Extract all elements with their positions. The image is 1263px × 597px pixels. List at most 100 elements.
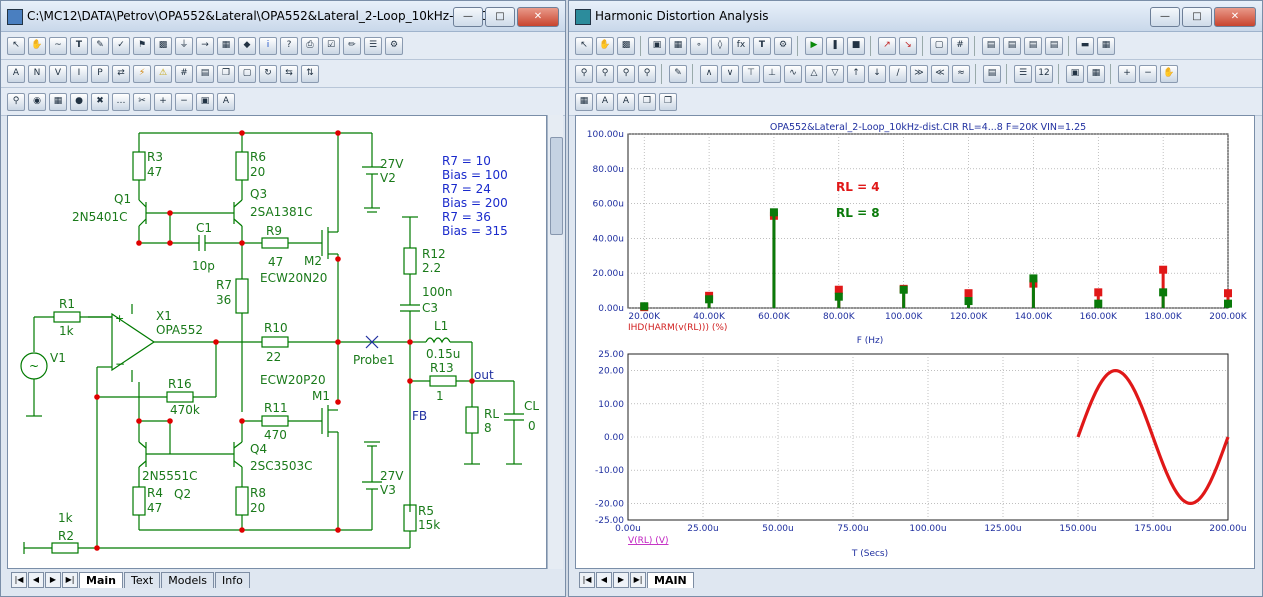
current-icon[interactable]: I bbox=[70, 64, 88, 83]
schematic-canvas[interactable]: + − ~ R3 47 R6 20 Q1 bbox=[7, 115, 547, 569]
ground-icon[interactable]: ⏚ bbox=[175, 36, 193, 55]
zoom-window-icon[interactable]: ⚲ bbox=[575, 64, 593, 83]
font-style-icon[interactable]: A bbox=[617, 92, 635, 111]
tab-info[interactable]: Info bbox=[215, 572, 250, 588]
list-icon[interactable]: ☰ bbox=[364, 36, 382, 55]
pin-icon[interactable]: → bbox=[196, 36, 214, 55]
pan-icon[interactable]: ✋ bbox=[596, 36, 614, 55]
find-icon[interactable]: ⚲ bbox=[7, 92, 25, 111]
binoculars-icon[interactable]: ◉ bbox=[28, 92, 46, 111]
grid-split-icon[interactable]: ▦ bbox=[1097, 36, 1115, 55]
cancel-icon[interactable]: ✖ bbox=[91, 92, 109, 111]
title-bar[interactable]: C:\MC12\DATA\Petrov\OPA552&Lateral\OPA55… bbox=[1, 1, 565, 32]
calc-icon[interactable]: ▦ bbox=[49, 92, 67, 111]
bounding-box-icon[interactable]: ▢ bbox=[238, 64, 256, 83]
zoom-out-icon[interactable]: − bbox=[175, 92, 193, 111]
help-icon[interactable]: ? bbox=[280, 36, 298, 55]
sensitivity-icon[interactable]: ↘ bbox=[899, 36, 917, 55]
formula-icon[interactable]: fx bbox=[732, 36, 750, 55]
font-icon[interactable]: A bbox=[596, 92, 614, 111]
attr-icon[interactable]: A bbox=[7, 64, 25, 83]
fit-icon[interactable]: ▣ bbox=[1066, 64, 1084, 83]
stepping-icon[interactable]: ↗ bbox=[878, 36, 896, 55]
high-icon[interactable]: ⊤ bbox=[742, 64, 760, 83]
wire-icon[interactable]: ~ bbox=[49, 36, 67, 55]
top-icon[interactable]: ↑ bbox=[847, 64, 865, 83]
stop-icon[interactable]: ■ bbox=[847, 36, 865, 55]
flag-icon[interactable]: ⚑ bbox=[133, 36, 151, 55]
properties-icon[interactable]: ⚙ bbox=[774, 36, 792, 55]
title-bar[interactable]: Harmonic Distortion Analysis — □ ✕ bbox=[569, 1, 1262, 32]
global-low-icon[interactable]: ▽ bbox=[826, 64, 844, 83]
rotate-icon[interactable]: ↻ bbox=[259, 64, 277, 83]
zoom-fit-icon[interactable]: ▣ bbox=[196, 92, 214, 111]
zoom-out-icon[interactable]: − bbox=[1139, 64, 1157, 83]
prev-simulation-icon[interactable]: ≪ bbox=[931, 64, 949, 83]
copy-icon[interactable]: ❐ bbox=[638, 92, 656, 111]
lightning-icon[interactable]: ⚡ bbox=[133, 64, 151, 83]
tag-icon[interactable]: 12 bbox=[1035, 64, 1053, 83]
next-page-icon[interactable]: ▶ bbox=[613, 572, 629, 588]
zoom-data-icon[interactable]: ⚲ bbox=[638, 64, 656, 83]
layout-1-icon[interactable]: ▤ bbox=[982, 36, 1000, 55]
tab-models[interactable]: Models bbox=[161, 572, 214, 588]
numeric-output-icon[interactable]: ☰ bbox=[1014, 64, 1032, 83]
text-icon[interactable]: T bbox=[753, 36, 771, 55]
clipboard-icon[interactable]: ▤ bbox=[983, 64, 1001, 83]
flow-icon[interactable]: ⇄ bbox=[112, 64, 130, 83]
select-mode-icon[interactable]: ↖ bbox=[575, 36, 593, 55]
zoom-in-icon[interactable]: + bbox=[1118, 64, 1136, 83]
copy-icon[interactable]: ❐ bbox=[217, 64, 235, 83]
close-button[interactable]: ✕ bbox=[517, 7, 559, 27]
warning-icon[interactable]: ⚠ bbox=[154, 64, 172, 83]
zoom-auto-icon[interactable]: ⚲ bbox=[617, 64, 635, 83]
properties-icon[interactable]: ⚙ bbox=[385, 36, 403, 55]
run-icon[interactable]: ▶ bbox=[805, 36, 823, 55]
valley-icon[interactable]: ∨ bbox=[721, 64, 739, 83]
data-points-icon[interactable]: ∘ bbox=[690, 36, 708, 55]
maximize-scale-icon[interactable]: ▦ bbox=[669, 36, 687, 55]
print-icon[interactable]: ⎙ bbox=[301, 36, 319, 55]
plot-canvas[interactable]: OPA552&Lateral_2-Loop_10kHz-dist.CIR RL=… bbox=[575, 115, 1255, 569]
power-icon[interactable]: P bbox=[91, 64, 109, 83]
voltage-icon[interactable]: V bbox=[49, 64, 67, 83]
layout-grid-icon[interactable]: ▦ bbox=[575, 92, 593, 111]
tab-main[interactable]: MAIN bbox=[647, 572, 694, 588]
minimize-button[interactable]: — bbox=[1150, 7, 1180, 27]
maximize-button[interactable]: □ bbox=[1182, 7, 1212, 27]
slope-icon[interactable]: ∕ bbox=[889, 64, 907, 83]
wave-icon[interactable]: ≈ bbox=[952, 64, 970, 83]
pan-plot-icon[interactable]: ✋ bbox=[1160, 64, 1178, 83]
horizontal-split-icon[interactable]: ▬ bbox=[1076, 36, 1094, 55]
inflection-icon[interactable]: ∿ bbox=[784, 64, 802, 83]
select-mode-icon[interactable]: ↖ bbox=[7, 36, 25, 55]
zoom-in-icon[interactable]: + bbox=[154, 92, 172, 111]
checkbox-icon[interactable]: ☑ bbox=[322, 36, 340, 55]
cut-icon[interactable]: ✂ bbox=[133, 92, 151, 111]
prev-page-icon[interactable]: ◀ bbox=[596, 572, 612, 588]
layout-3-icon[interactable]: ▤ bbox=[1024, 36, 1042, 55]
check-icon[interactable]: ✓ bbox=[112, 36, 130, 55]
global-high-icon[interactable]: △ bbox=[805, 64, 823, 83]
grid-icon[interactable]: # bbox=[951, 36, 969, 55]
tokens-icon[interactable]: ◊ bbox=[711, 36, 729, 55]
more-icon[interactable]: … bbox=[112, 92, 130, 111]
last-page-icon[interactable]: ▶| bbox=[630, 572, 646, 588]
scale-icon[interactable]: ▣ bbox=[648, 36, 666, 55]
bottom-icon[interactable]: ↓ bbox=[868, 64, 886, 83]
info-icon[interactable]: i bbox=[259, 36, 277, 55]
last-page-icon[interactable]: ▶| bbox=[62, 572, 78, 588]
component-icon[interactable]: ▩ bbox=[617, 36, 635, 55]
layout-4-icon[interactable]: ▤ bbox=[1045, 36, 1063, 55]
stop-icon[interactable]: ● bbox=[70, 92, 88, 111]
tab-text[interactable]: Text bbox=[123, 572, 161, 588]
mirror-icon[interactable]: ⇆ bbox=[280, 64, 298, 83]
first-page-icon[interactable]: |◀ bbox=[579, 572, 595, 588]
plot-properties-icon[interactable]: ▢ bbox=[930, 36, 948, 55]
grid-icon[interactable]: ▦ bbox=[217, 36, 235, 55]
next-page-icon[interactable]: ▶ bbox=[45, 572, 61, 588]
peak-icon[interactable]: ∧ bbox=[700, 64, 718, 83]
component-icon[interactable]: ▩ bbox=[154, 36, 172, 55]
edit-icon[interactable]: ✏ bbox=[343, 36, 361, 55]
page-icon[interactable]: ▤ bbox=[196, 64, 214, 83]
